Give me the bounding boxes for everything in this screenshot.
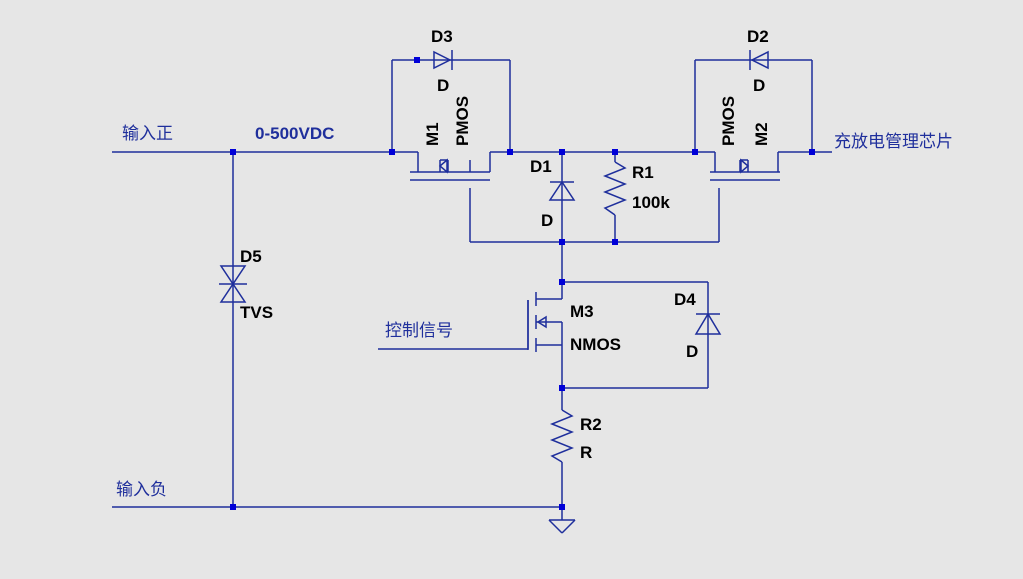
m1-name: M1 (423, 122, 442, 146)
net-label-output: 充放电管理芯片 (834, 132, 953, 151)
m1-pmos-symbol (410, 152, 491, 181)
d5-name: D5 (240, 247, 262, 266)
d4-value: D (686, 342, 698, 361)
d3-diode-symbol (433, 50, 453, 70)
r2-name: R2 (580, 415, 602, 434)
wires (112, 59, 832, 520)
d3-name: D3 (431, 27, 453, 46)
m3-name: M3 (570, 302, 594, 321)
voltage-label: 0-500VDC (255, 124, 334, 143)
m2-name: M2 (752, 122, 771, 146)
r1-resistor-symbol (602, 161, 628, 216)
junction-dots (230, 57, 815, 510)
net-label-input-positive: 输入正 (122, 124, 173, 143)
d1-name: D1 (530, 157, 552, 176)
d3-value: D (437, 76, 449, 95)
d4-diode-symbol (694, 312, 722, 335)
m3-type: NMOS (570, 335, 621, 354)
net-label-control: 控制信号 (385, 321, 453, 340)
r1-value: 100k (632, 193, 670, 212)
d4-name: D4 (674, 290, 696, 309)
m1-type: PMOS (453, 96, 472, 146)
d2-name: D2 (747, 27, 769, 46)
d1-value: D (541, 211, 553, 230)
m3-nmos-symbol (527, 282, 563, 360)
m2-type: PMOS (719, 96, 738, 146)
r2-value: R (580, 443, 592, 462)
net-label-input-negative: 输入负 (116, 480, 167, 499)
d2-diode-symbol (749, 50, 769, 70)
r2-resistor-symbol (549, 409, 575, 463)
d2-value: D (753, 76, 765, 95)
r1-name: R1 (632, 163, 654, 182)
ground-symbol (548, 519, 576, 534)
d5-value: TVS (240, 303, 273, 322)
d1-diode-symbol (548, 180, 576, 201)
m2-pmos-symbol (710, 152, 780, 181)
d5-tvs-symbol (219, 265, 247, 303)
